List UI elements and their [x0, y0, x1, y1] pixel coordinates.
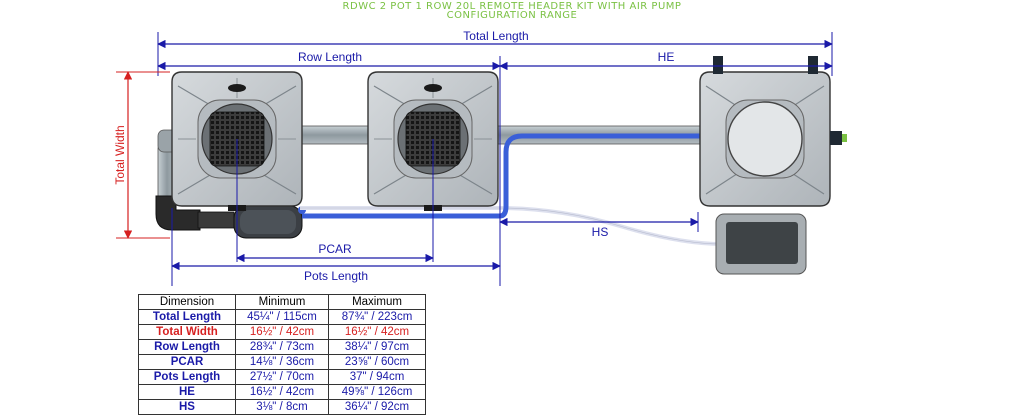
- row-maximum: 16½" / 42cm: [328, 324, 426, 340]
- header-maximum: Maximum: [328, 294, 426, 310]
- row-minimum: 14⅛" / 36cm: [235, 354, 329, 370]
- row-dimension: PCAR: [138, 354, 236, 370]
- row-minimum: 3⅛" / 8cm: [235, 399, 329, 415]
- table-row: HE 16½" / 42cm 49⅝" / 126cm: [138, 384, 426, 400]
- total-length-label: Total Length: [463, 29, 528, 43]
- table-row: HS 3⅛" / 8cm 36¼" / 92cm: [138, 399, 426, 415]
- row-maximum: 87¾" / 223cm: [328, 309, 426, 325]
- water-tube: [302, 133, 700, 219]
- header-tank: [699, 56, 847, 207]
- table-row: Total Length 45¼" / 115cm 87¾" / 223cm: [138, 309, 426, 325]
- hs-label: HS: [592, 225, 609, 239]
- table-header-row: Dimension Minimum Maximum: [138, 294, 426, 310]
- air-pump: [715, 213, 807, 275]
- dimension-table: Dimension Minimum Maximum Total Length 4…: [138, 294, 426, 415]
- row-minimum: 16½" / 42cm: [235, 324, 329, 340]
- row-dimension: Total Length: [138, 309, 236, 325]
- table-row: Pots Length 27½" / 70cm 37" / 94cm: [138, 369, 426, 385]
- row-maximum: 38¼" / 97cm: [328, 339, 426, 355]
- row-maximum: 36¼" / 92cm: [328, 399, 426, 415]
- table-row: Row Length 28¾" / 73cm 38¼" / 97cm: [138, 339, 426, 355]
- air-tube: [300, 206, 723, 246]
- row-dimension: HE: [138, 384, 236, 400]
- row-maximum: 23⅝" / 60cm: [328, 354, 426, 370]
- pots-length-label: Pots Length: [304, 269, 368, 283]
- header-dimension: Dimension: [138, 294, 236, 310]
- row-maximum: 49⅝" / 126cm: [328, 384, 426, 400]
- diagram-title: RDWC 2 POT 1 ROW 20L REMOTE HEADER KIT W…: [342, 1, 682, 12]
- row-minimum: 28¾" / 73cm: [235, 339, 329, 355]
- table-row: Total Width 16½" / 42cm 16½" / 42cm: [138, 324, 426, 340]
- row-dimension: Total Width: [138, 324, 236, 340]
- row-minimum: 27½" / 70cm: [235, 369, 329, 385]
- header-minimum: Minimum: [235, 294, 329, 310]
- air-tube-outline: [300, 207, 723, 245]
- row-length-label: Row Length: [298, 50, 362, 64]
- table-row: PCAR 14⅛" / 36cm 23⅝" / 60cm: [138, 354, 426, 370]
- drain-elbow: [155, 195, 201, 231]
- total-width-label: Total Width: [113, 125, 127, 184]
- pump-connector: [197, 211, 235, 229]
- pcar-label: PCAR: [318, 242, 352, 256]
- row-dimension: HS: [138, 399, 236, 415]
- system-diagram: Total Length Row Length HE Total Width H…: [113, 29, 847, 286]
- row-minimum: 16½" / 42cm: [235, 384, 329, 400]
- row-dimension: Row Length: [138, 339, 236, 355]
- row-minimum: 45¼" / 115cm: [235, 309, 329, 325]
- row-dimension: Pots Length: [138, 369, 236, 385]
- pump-housing-detail: [240, 210, 296, 234]
- diagram-subtitle: CONFIGURATION RANGE: [446, 10, 578, 21]
- he-label: HE: [658, 50, 675, 64]
- row-maximum: 37" / 94cm: [328, 369, 426, 385]
